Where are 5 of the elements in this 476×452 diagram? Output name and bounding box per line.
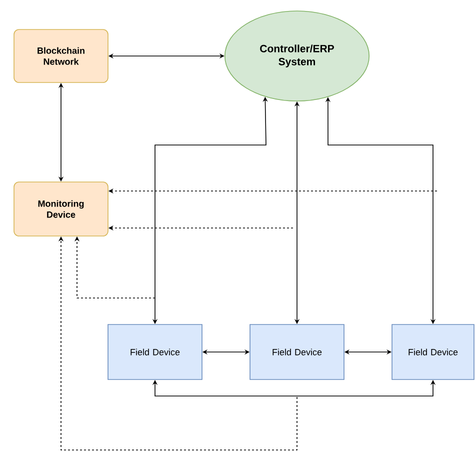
device-box: Field Device [250,324,344,380]
device-box: Field Device [392,324,474,380]
device-box: Field Device [108,324,202,380]
process-box: Monitoring Device [14,182,108,236]
process-box: Blockchain Network [14,29,108,83]
